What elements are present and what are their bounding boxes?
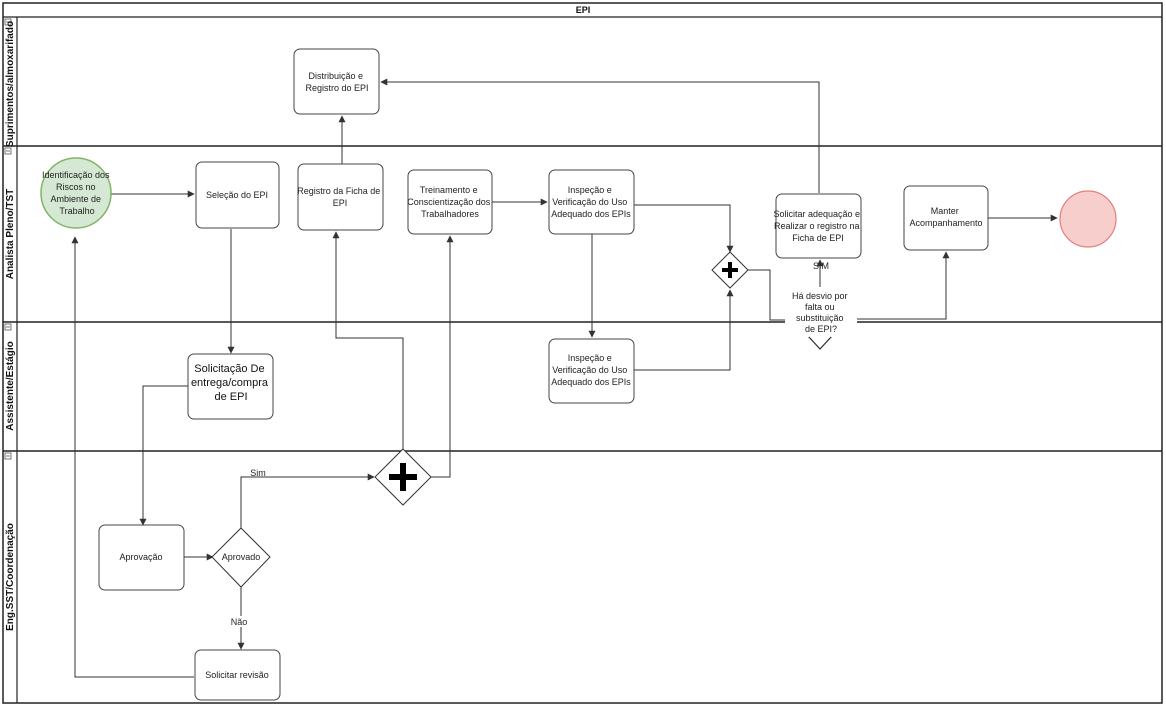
edge-adequacao-distribuicao	[380, 78, 820, 193]
parallel-gateway-split[interactable]	[374, 448, 432, 506]
task-solicitar-revisao-label: Solicitar revisão	[205, 670, 269, 680]
task-solicitacao-compra[interactable]	[187, 353, 274, 420]
task-inspecao-1[interactable]	[548, 169, 635, 235]
task-distribuicao[interactable]	[293, 48, 380, 115]
task-inspecao-1-label: Inspeção e Verificação do Uso Adequado d…	[551, 185, 631, 219]
gateway-aprovado[interactable]	[211, 527, 271, 588]
start-event[interactable]	[40, 157, 112, 229]
task-solicitar-adequacao-label: Solicitar adequação e Realizar o registr…	[773, 209, 862, 243]
gateway-aprovado-label: Aprovado	[222, 552, 261, 562]
gateway-desvio-label: Há desvio por falta ou substituição de E…	[792, 291, 850, 334]
task-inspecao-2[interactable]	[548, 338, 635, 404]
lane-label-assistente: Assistente/Estágio	[5, 341, 16, 430]
end-event[interactable]	[1059, 190, 1117, 248]
lane-label-analista: Analista Pleno/TST	[5, 189, 16, 280]
task-registro-ficha[interactable]	[297, 163, 384, 231]
edge-solicitacao-aprovacao	[139, 385, 188, 526]
pool-title: EPI	[576, 5, 591, 15]
edge-gw-registro	[332, 231, 404, 449]
lane-collapse-icon[interactable]	[4, 147, 12, 155]
task-treinamento-label: Treinamento e Conscientização dos Trabal…	[407, 185, 493, 219]
task-registro-ficha-label: Registro da Ficha de EPI	[297, 186, 383, 208]
task-solicitar-revisao[interactable]	[194, 649, 281, 701]
edge-gw-treinamento	[431, 235, 454, 478]
lane-collapse-icon[interactable]	[4, 18, 12, 26]
edge-label-sim-aprovado: Sim	[250, 468, 266, 478]
task-manter-acompanhamento-label: Manter Acompanhamento	[909, 206, 982, 228]
edge-inspecao2-join	[634, 289, 734, 371]
edge-revisao-start	[71, 236, 194, 678]
task-distribuicao-label: Distribuição e Registro do EPI	[305, 71, 368, 93]
parallel-gateway-join[interactable]	[711, 251, 749, 289]
task-aprovacao-label: Aprovação	[119, 552, 162, 562]
task-inspecao-2-label: Inspeção e Verificação do Uso Adequado d…	[551, 353, 631, 387]
edge-label-nao-aprovado: Não	[231, 617, 248, 627]
edge-join-desvio	[748, 269, 793, 324]
task-solicitar-adequacao[interactable]	[775, 193, 862, 259]
task-selecao-epi[interactable]	[195, 161, 280, 229]
edge-desvio-manter	[848, 251, 950, 320]
edge-inspecao1-join	[634, 204, 734, 253]
task-solicitacao-compra-label: Solicitação De entrega/compra de EPI	[191, 363, 271, 403]
start-event-label: Identificação dos Riscos no Ambiente de …	[42, 170, 112, 216]
edge-label-sim-desvio: SIM	[813, 261, 829, 271]
lane-label-suprimentos: Suprimentos/almoxarifado	[5, 21, 16, 147]
lane-collapse-icon[interactable]	[4, 452, 12, 460]
lane-label-eng: Eng.SST/Coordenação	[5, 523, 16, 631]
edge-aprovado-sim	[240, 473, 375, 529]
task-aprovacao[interactable]	[98, 524, 185, 591]
task-selecao-epi-label: Seleção do EPI	[206, 190, 268, 200]
lane-collapse-icon[interactable]	[4, 323, 12, 331]
task-manter-acompanhamento[interactable]	[903, 185, 989, 251]
task-treinamento[interactable]	[407, 169, 493, 235]
